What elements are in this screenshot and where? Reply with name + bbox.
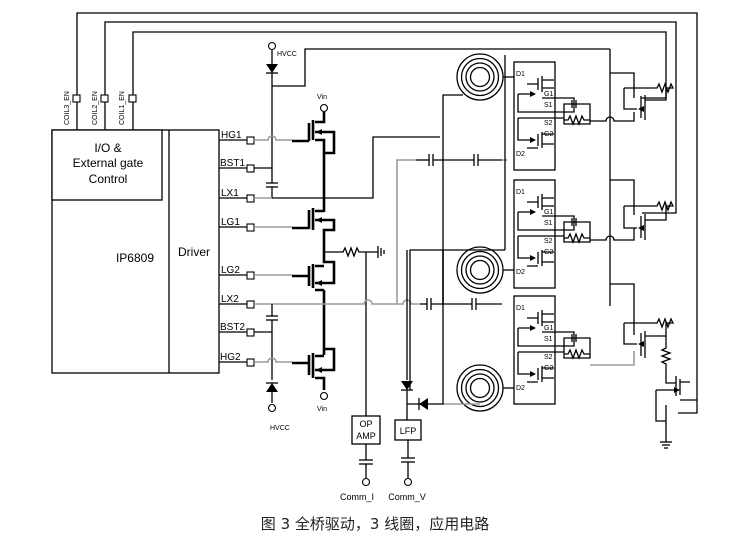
io-block <box>51 129 163 201</box>
gate-drive-2 <box>590 179 675 241</box>
mosfet-high-1 <box>292 103 336 212</box>
pin-label-coil3-en: COIL3_EN <box>64 91 71 125</box>
svg-text:S1: S1 <box>544 220 553 227</box>
vin-label-top: Vin <box>317 94 327 101</box>
figure-caption: 图 3 全桥驱动，3 线圈，应用电路 <box>260 515 490 533</box>
driver-pins <box>219 136 255 367</box>
coil-switch-2: D1 G1 S1 S2 G2 D2 <box>513 179 591 289</box>
op-amp-label-2: AMP <box>356 431 376 441</box>
mosfet-low-2 <box>254 250 336 355</box>
svg-text:G1: G1 <box>544 91 553 98</box>
pin-label-lg2: LG2 <box>221 265 240 276</box>
gate-drive-3 <box>590 283 697 449</box>
bootstrap-bottom <box>254 304 278 413</box>
svg-text:S1: S1 <box>544 336 553 343</box>
pin-label-bst1: BST1 <box>220 158 245 169</box>
rectifier-diodes <box>401 250 444 420</box>
svg-text:G2: G2 <box>544 249 553 256</box>
chip-name: IP6809 <box>116 251 154 265</box>
enable-pin-boxes <box>72 94 137 103</box>
coil-1 <box>456 53 504 101</box>
pin-label-bst2: BST2 <box>220 322 245 333</box>
pin-label-coil1-en: COIL1_EN <box>119 91 126 125</box>
svg-text:D2: D2 <box>516 269 525 276</box>
comm-v-label: Comm_V <box>388 492 426 502</box>
sense-resistor <box>324 246 385 416</box>
diode-icon <box>266 383 278 392</box>
svg-text:G2: G2 <box>544 365 553 372</box>
pin-label-coil2-en: COIL2_EN <box>92 91 99 125</box>
svg-text:G1: G1 <box>544 325 553 332</box>
mosfet-low-1 <box>254 208 336 250</box>
io-label-line2: External gate <box>73 156 144 170</box>
svg-text:S2: S2 <box>544 238 553 245</box>
bootstrap-top <box>254 41 610 198</box>
diode-icon <box>266 64 278 73</box>
gate-drive-1 <box>590 49 675 306</box>
hvcc-label-bottom: HVCC <box>270 425 290 432</box>
svg-text:S1: S1 <box>544 102 553 109</box>
driver-label: Driver <box>178 245 210 259</box>
pin-label-hg1: HG1 <box>221 130 242 141</box>
pin-label-hg2: HG2 <box>220 352 241 363</box>
vin-label-bottom: Vin <box>317 406 327 413</box>
pin-label-lg1: LG1 <box>221 217 240 228</box>
coil-switch-3: D1 G1 S1 S2 G2 D2 <box>513 295 591 405</box>
svg-text:G2: G2 <box>544 131 553 138</box>
coil-switch-1: D1 G1 S1 S2 G2 D2 <box>513 61 591 171</box>
mosfet-high-2 <box>292 347 336 401</box>
svg-text:S2: S2 <box>544 120 553 127</box>
svg-text:D1: D1 <box>516 71 525 78</box>
svg-text:S2: S2 <box>544 354 553 361</box>
op-amp-label-1: OP <box>359 419 372 429</box>
coil-2 <box>456 246 504 294</box>
svg-text:D1: D1 <box>516 189 525 196</box>
svg-text:D2: D2 <box>516 385 525 392</box>
pin-label-lx2: LX2 <box>221 294 239 305</box>
io-label-line1: I/O & <box>94 141 121 155</box>
lfp-label: LFP <box>400 426 417 436</box>
pin-label-lx1: LX1 <box>221 188 239 199</box>
output-coupling <box>359 440 415 487</box>
io-label-line3: Control <box>89 172 128 186</box>
svg-text:D2: D2 <box>516 151 525 158</box>
hvcc-label-top: HVCC <box>277 51 297 58</box>
svg-text:G1: G1 <box>544 209 553 216</box>
svg-text:D1: D1 <box>516 305 525 312</box>
comm-i-label: Comm_I <box>340 492 374 502</box>
enable-wires <box>76 12 698 414</box>
